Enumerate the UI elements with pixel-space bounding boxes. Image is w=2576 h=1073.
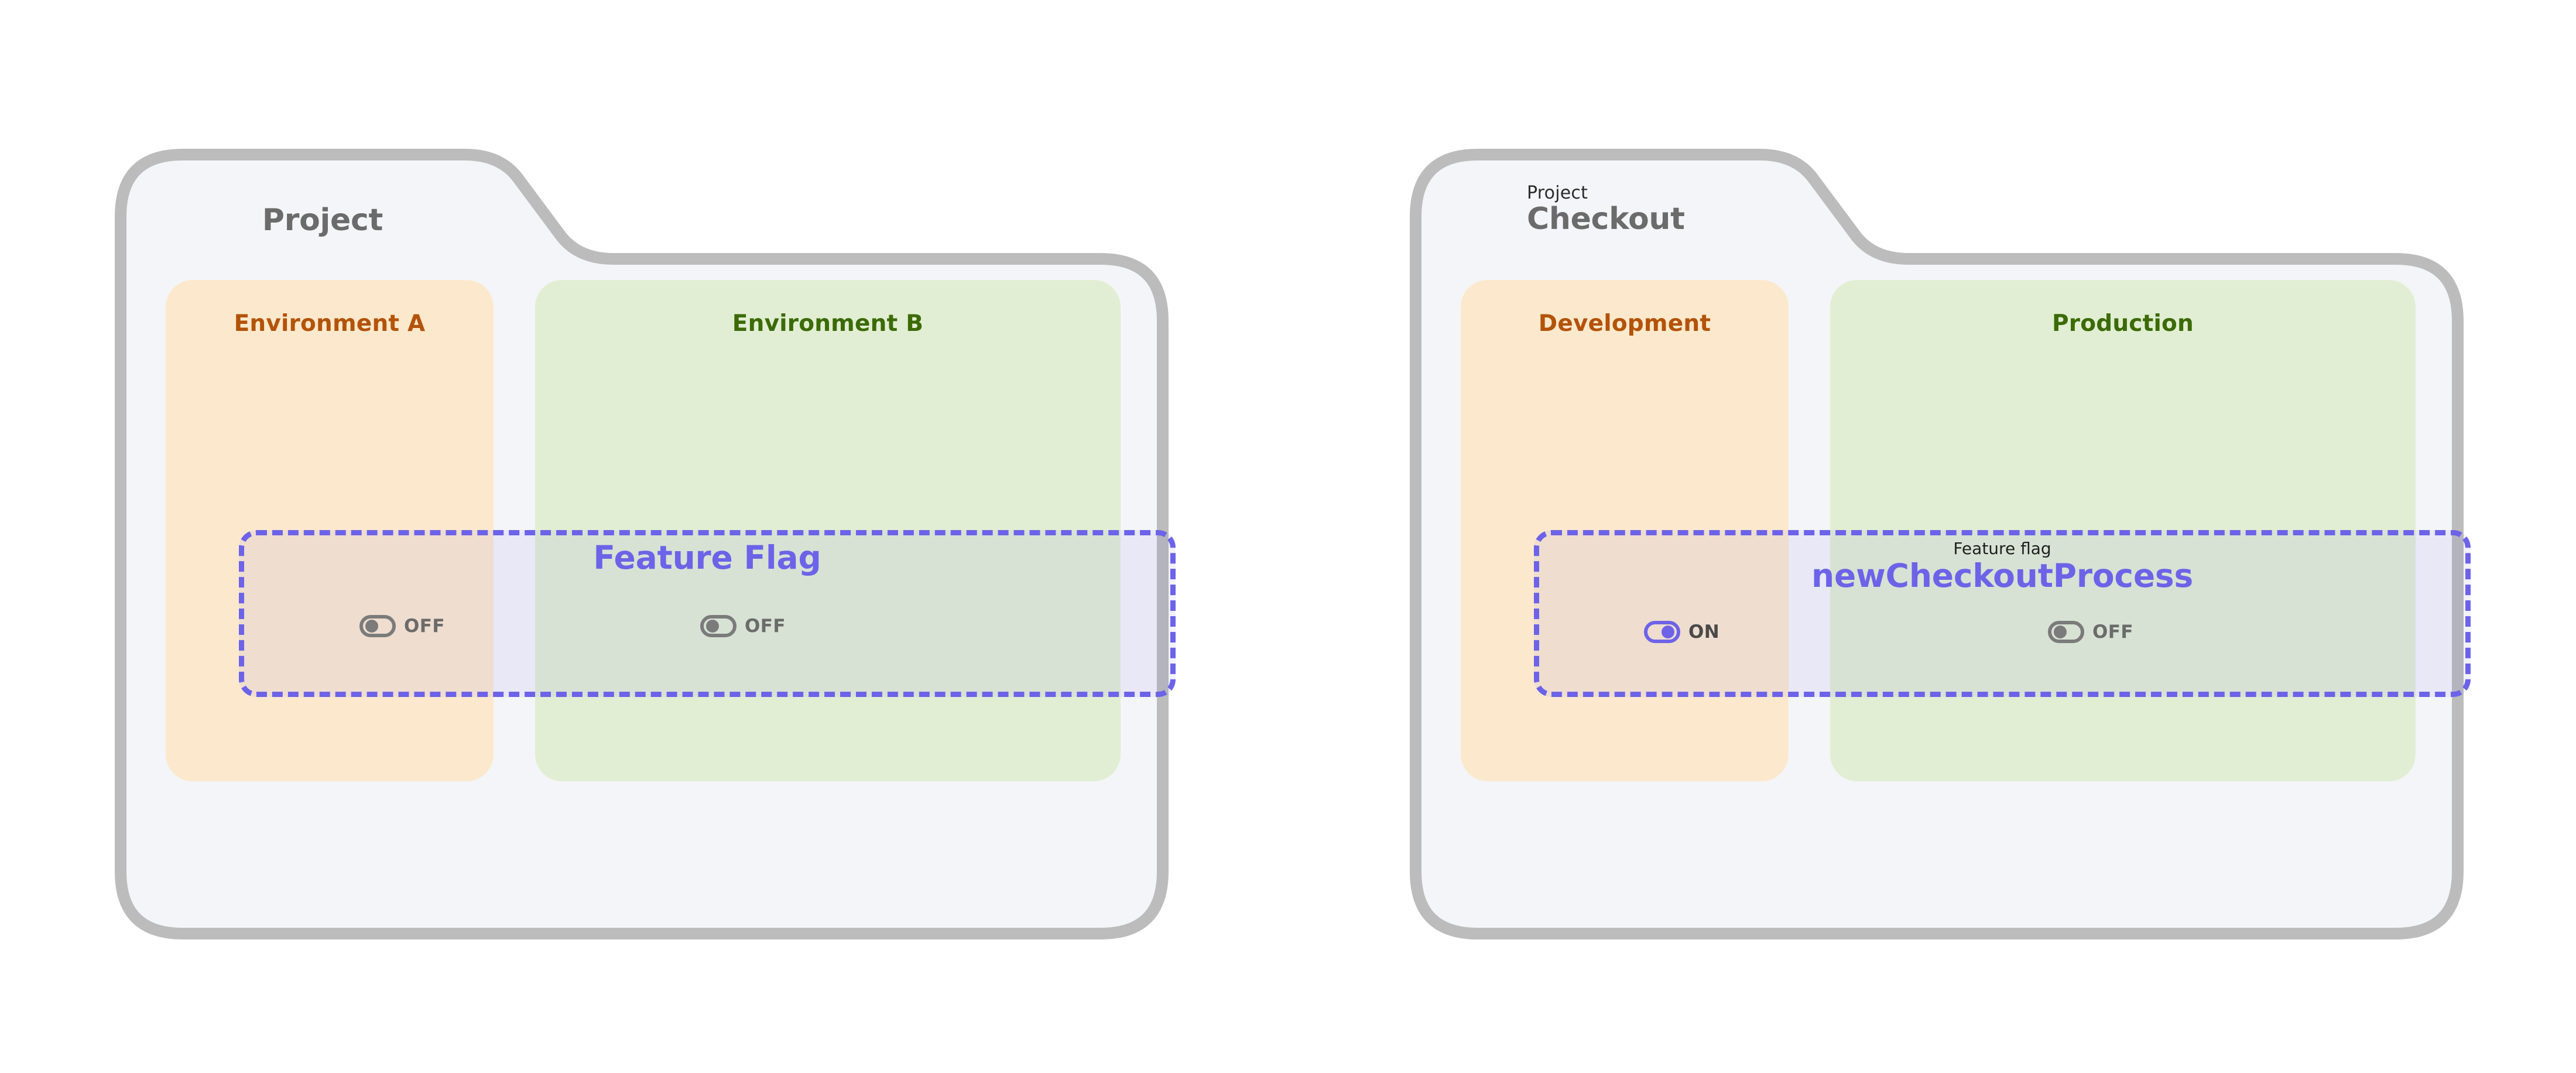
feature-flag-overlay[interactable] — [239, 530, 1176, 697]
env-label-environment-a: Environment A — [234, 310, 426, 337]
env-label-environment-b: Environment B — [732, 310, 924, 337]
toggle-knob — [2054, 626, 2067, 638]
toggle-switch-off-icon[interactable] — [700, 615, 737, 637]
toggle-environment-b[interactable]: OFF — [700, 615, 786, 637]
toggle-knob — [1662, 626, 1674, 638]
toggle-production[interactable]: OFF — [2048, 621, 2133, 643]
toggle-environment-a[interactable]: OFF — [359, 615, 445, 637]
toggle-switch-on-icon[interactable] — [1644, 621, 1680, 643]
folder-project[interactable]: Project Environment A Environment B Feat… — [115, 146, 1176, 943]
toggle-switch-off-icon[interactable] — [2048, 621, 2084, 643]
toggle-development[interactable]: ON — [1644, 621, 1719, 643]
folder-header: Project Checkout — [1410, 184, 2576, 235]
toggle-state-label: OFF — [2092, 621, 2133, 643]
folder-header: Project — [115, 204, 1169, 237]
env-label-production: Production — [2052, 310, 2194, 337]
toggle-switch-off-icon[interactable] — [359, 615, 396, 637]
folder-title: Project — [262, 203, 383, 238]
toggle-state-label: ON — [1688, 621, 1720, 643]
folder-checkout[interactable]: Project Checkout Development Production … — [1410, 146, 2471, 943]
folder-eyebrow: Project — [1527, 183, 1588, 203]
folder-title: Checkout — [1527, 201, 1685, 237]
toggle-state-label: OFF — [404, 616, 445, 637]
env-label-development: Development — [1538, 310, 1711, 337]
toggle-knob — [706, 620, 719, 633]
toggle-knob — [365, 620, 378, 633]
toggle-state-label: OFF — [745, 616, 786, 637]
feature-flag-overlay[interactable] — [1534, 530, 2471, 697]
